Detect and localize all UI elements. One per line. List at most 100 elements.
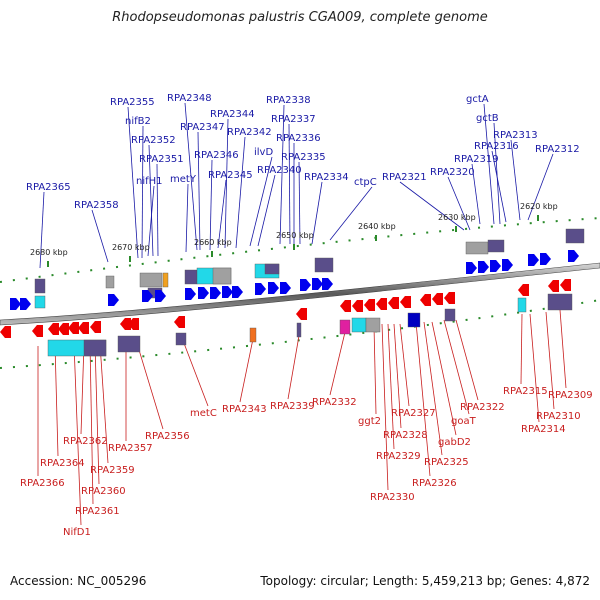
gene-label-rpa2313[interactable]: RPA2313: [493, 130, 538, 141]
gene-label-rpa2315[interactable]: RPA2315: [503, 386, 548, 397]
gene-label-rpa2334[interactable]: RPA2334: [304, 172, 349, 183]
forward-gene-arrow[interactable]: [222, 286, 233, 298]
gene-label-rpa2320[interactable]: RPA2320: [430, 167, 475, 178]
forward-gene-arrow[interactable]: [540, 253, 551, 265]
gene-label-rpa2364[interactable]: RPA2364: [40, 458, 85, 469]
forward-gene-arrow[interactable]: [528, 254, 539, 266]
gene-label-rpa2362[interactable]: RPA2362: [63, 436, 108, 447]
gene-label-gctb[interactable]: gctB: [476, 113, 499, 124]
gene-label-rpa2351[interactable]: RPA2351: [139, 154, 184, 165]
gene-label-nifd1[interactable]: NifD1: [63, 527, 91, 538]
forward-gene-arrow[interactable]: [155, 290, 166, 302]
gene-label-ctpc[interactable]: ctpC: [354, 177, 377, 188]
gene-label-rpa2357[interactable]: RPA2357: [108, 443, 153, 454]
reverse-gene-arrow[interactable]: [58, 323, 69, 335]
gene-label-rpa2316[interactable]: RPA2316: [474, 141, 519, 152]
gene-label-rpa2352[interactable]: RPA2352: [131, 135, 176, 146]
gene-label-metc[interactable]: metC: [190, 408, 217, 419]
gene-label-rpa2342[interactable]: RPA2342: [227, 127, 272, 138]
forward-gene-arrow[interactable]: [466, 262, 477, 274]
forward-gene-arrow[interactable]: [502, 259, 513, 271]
gene-label-rpa2356[interactable]: RPA2356: [145, 431, 190, 442]
gene-label-rpa2327[interactable]: RPA2327: [391, 408, 436, 419]
reverse-gene-arrow[interactable]: [90, 321, 101, 333]
gene-label-rpa2321[interactable]: RPA2321: [382, 172, 427, 183]
forward-gene-arrow[interactable]: [312, 278, 323, 290]
gene-label-rpa2365[interactable]: RPA2365: [26, 182, 71, 193]
gene-label-rpa2339[interactable]: RPA2339: [270, 401, 315, 412]
gene-label-ilvd[interactable]: ilvD: [254, 147, 273, 158]
gene-label-rpa2345[interactable]: RPA2345: [208, 170, 253, 181]
reverse-gene-arrow[interactable]: [32, 325, 43, 337]
gene-label-rpa2360[interactable]: RPA2360: [81, 486, 126, 497]
forward-gene-arrow[interactable]: [255, 283, 266, 295]
reverse-gene-arrow[interactable]: [560, 279, 571, 291]
reverse-gene-arrow[interactable]: [364, 299, 375, 311]
reverse-gene-arrow[interactable]: [174, 316, 185, 328]
forward-gene-arrow[interactable]: [10, 298, 21, 310]
reverse-gene-arrow[interactable]: [420, 294, 431, 306]
gene-label-gabd2[interactable]: gabD2: [438, 437, 471, 448]
reverse-gene-arrow[interactable]: [548, 280, 559, 292]
reverse-gene-arrow[interactable]: [68, 322, 79, 334]
gene-label-rpa2312[interactable]: RPA2312: [535, 144, 580, 155]
forward-gene-arrow[interactable]: [142, 290, 153, 302]
reverse-gene-arrow[interactable]: [400, 296, 411, 308]
gene-label-rpa2326[interactable]: RPA2326: [412, 478, 457, 489]
gene-label-rpa2325[interactable]: RPA2325: [424, 457, 469, 468]
reverse-gene-arrow[interactable]: [444, 292, 455, 304]
forward-gene-arrow[interactable]: [280, 282, 291, 294]
reverse-gene-arrow[interactable]: [48, 323, 59, 335]
forward-gene-arrow[interactable]: [568, 250, 579, 262]
forward-gene-arrow[interactable]: [20, 298, 31, 310]
gene-label-rpa2322[interactable]: RPA2322: [460, 402, 505, 413]
reverse-gene-arrow[interactable]: [340, 300, 351, 312]
forward-gene-arrow[interactable]: [198, 287, 209, 299]
reverse-gene-arrow[interactable]: [432, 293, 443, 305]
gene-label-rpa2310[interactable]: RPA2310: [536, 411, 581, 422]
gene-label-rpa2366[interactable]: RPA2366: [20, 478, 65, 489]
forward-gene-arrow[interactable]: [490, 260, 501, 272]
forward-gene-arrow[interactable]: [268, 282, 279, 294]
forward-gene-arrow[interactable]: [185, 288, 196, 300]
gene-label-gcta[interactable]: gctA: [466, 94, 489, 105]
forward-gene-arrow[interactable]: [322, 278, 333, 290]
gene-label-rpa2337[interactable]: RPA2337: [271, 114, 316, 125]
gene-label-rpa2328[interactable]: RPA2328: [383, 430, 428, 441]
gene-label-rpa2309[interactable]: RPA2309: [548, 390, 593, 401]
gene-label-rpa2347[interactable]: RPA2347: [180, 122, 225, 133]
gene-label-rpa2358[interactable]: RPA2358: [74, 200, 119, 211]
reverse-gene-arrow[interactable]: [120, 318, 131, 330]
gene-label-rpa2329[interactable]: RPA2329: [376, 451, 421, 462]
gene-label-rpa2335[interactable]: RPA2335: [281, 152, 326, 163]
gene-label-rpa2355[interactable]: RPA2355: [110, 97, 155, 108]
gene-label-rpa2348[interactable]: RPA2348: [167, 93, 212, 104]
gene-label-rpa2338[interactable]: RPA2338: [266, 95, 311, 106]
gene-label-mety[interactable]: metY: [170, 174, 197, 185]
gene-label-rpa2359[interactable]: RPA2359: [90, 465, 135, 476]
forward-gene-arrow[interactable]: [210, 287, 221, 299]
reverse-gene-arrow[interactable]: [128, 318, 139, 330]
forward-gene-arrow[interactable]: [300, 279, 311, 291]
gene-label-ggt2[interactable]: ggt2: [358, 416, 381, 427]
forward-gene-arrow[interactable]: [232, 286, 243, 298]
reverse-gene-arrow[interactable]: [352, 300, 363, 312]
gene-label-rpa2344[interactable]: RPA2344: [210, 109, 255, 120]
reverse-gene-arrow[interactable]: [78, 322, 89, 334]
gene-label-rpa2314[interactable]: RPA2314: [521, 424, 566, 435]
gene-label-nifh1[interactable]: nifH1: [136, 176, 163, 187]
reverse-gene-arrow[interactable]: [518, 284, 529, 296]
forward-gene-arrow[interactable]: [108, 294, 119, 306]
gene-label-rpa2361[interactable]: RPA2361: [75, 506, 120, 517]
reverse-gene-arrow[interactable]: [0, 326, 11, 338]
gene-label-rpa2336[interactable]: RPA2336: [276, 133, 321, 144]
gene-label-rpa2330[interactable]: RPA2330: [370, 492, 415, 503]
gene-label-nifb2[interactable]: nifB2: [125, 116, 151, 127]
gene-label-rpa2319[interactable]: RPA2319: [454, 154, 499, 165]
gene-label-rpa2346[interactable]: RPA2346: [194, 150, 239, 161]
forward-gene-arrow[interactable]: [478, 261, 489, 273]
gene-label-rpa2343[interactable]: RPA2343: [222, 404, 267, 415]
reverse-gene-arrow[interactable]: [376, 298, 387, 310]
gene-label-rpa2340[interactable]: RPA2340: [257, 165, 302, 176]
gene-label-rpa2332[interactable]: RPA2332: [312, 397, 357, 408]
